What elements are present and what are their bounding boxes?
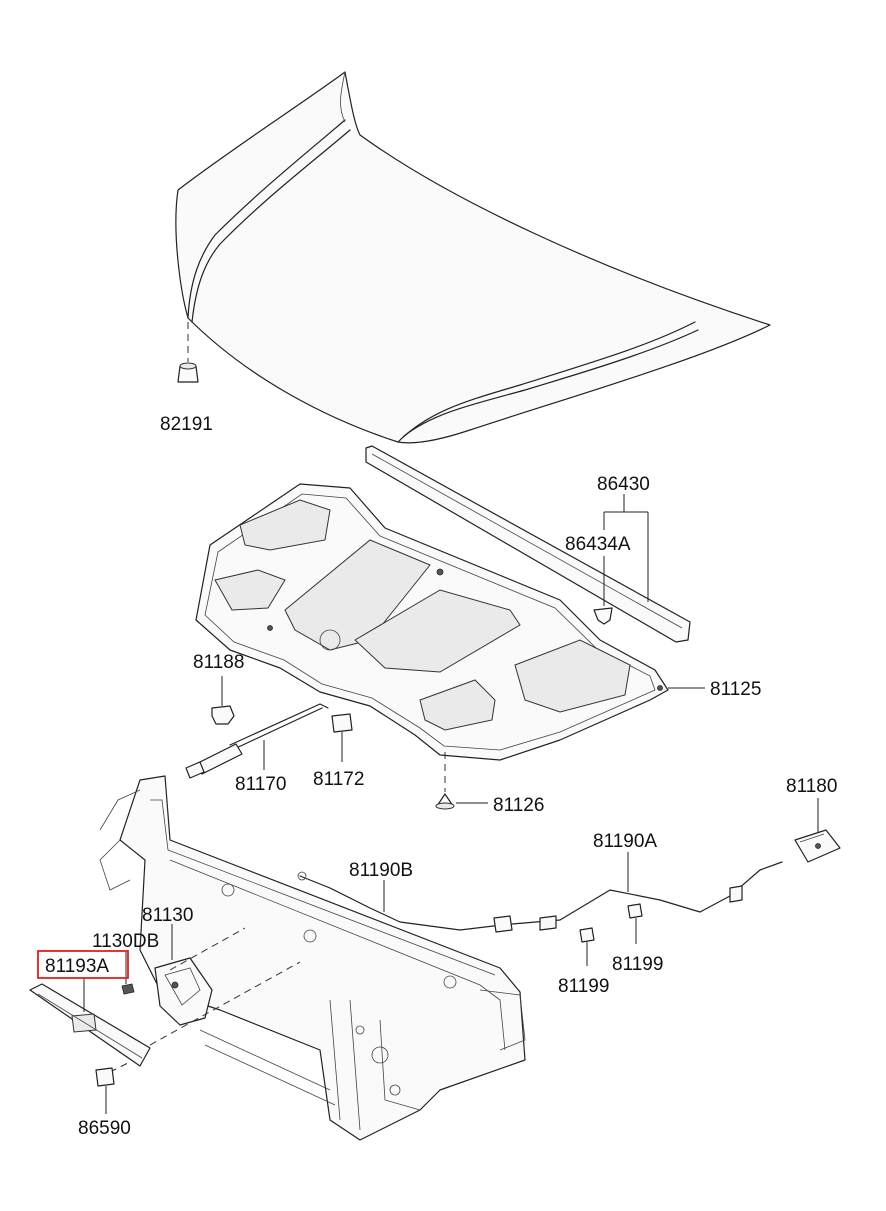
rod-grommet-81172[interactable] xyxy=(331,713,353,762)
highlight-81193A xyxy=(37,950,129,979)
label-86590: 86590 xyxy=(78,1118,131,1139)
label-81170: 81170 xyxy=(235,774,286,795)
label-81130: 81130 xyxy=(142,905,193,926)
hood-bumper-82191[interactable] xyxy=(177,322,199,383)
label-81180: 81180 xyxy=(786,776,837,797)
cable-clip-81199-right[interactable] xyxy=(627,903,643,944)
clip-86434A[interactable] xyxy=(593,556,613,625)
fastener-86590[interactable] xyxy=(95,1067,115,1114)
hood-stay-rod-81170[interactable] xyxy=(185,703,329,779)
cable-clip-81199-left[interactable] xyxy=(579,927,595,966)
hood-panel[interactable] xyxy=(175,71,771,444)
label-1130DB: 1130DB xyxy=(92,931,159,952)
label-86434A: 86434A xyxy=(565,534,631,555)
bolt-1130DB[interactable] xyxy=(121,952,135,995)
label-82191: 82191 xyxy=(160,414,213,435)
label-81199-left: 81199 xyxy=(558,976,609,997)
label-81190A: 81190A xyxy=(593,831,657,852)
front-end-module xyxy=(99,775,526,1141)
insulator-clip-81126[interactable] xyxy=(435,752,455,810)
release-handle-81180[interactable] xyxy=(794,829,841,863)
hood-weatherstrip-86430[interactable] xyxy=(365,445,691,643)
hood-latch-81130[interactable] xyxy=(154,957,213,1026)
label-81190B: 81190B xyxy=(349,860,413,881)
mount-line-c xyxy=(109,1061,131,1073)
release-cable-81190B[interactable] xyxy=(297,871,513,933)
label-81199-right: 81199 xyxy=(612,954,663,975)
label-81193A: 81193A xyxy=(45,956,109,977)
label-81172: 81172 xyxy=(313,769,364,790)
label-81188: 81188 xyxy=(193,652,244,673)
leader-86430 xyxy=(603,494,649,602)
label-81125: 81125 xyxy=(710,679,761,700)
mount-line-a xyxy=(169,927,246,971)
mount-line-b xyxy=(149,961,301,1046)
release-cable-81190A[interactable] xyxy=(511,861,783,931)
label-86430: 86430 xyxy=(597,474,650,495)
latch-cover-81193A[interactable] xyxy=(29,983,151,1067)
label-81126: 81126 xyxy=(493,795,544,816)
hood-insulator-81125[interactable] xyxy=(195,483,669,761)
rod-clip-81188[interactable] xyxy=(211,676,235,725)
